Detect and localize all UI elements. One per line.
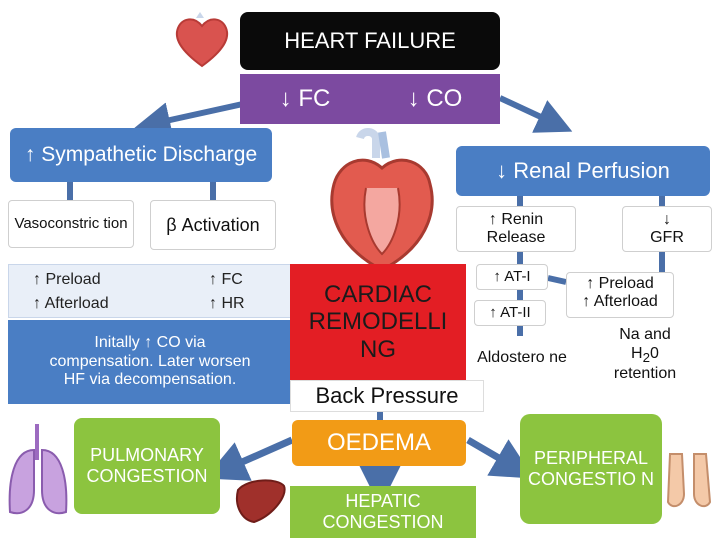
retention-label: retention [613,365,677,383]
page-title: HEART FAILURE [240,12,500,70]
aldosterone-box: Aldostero ne [472,336,572,380]
fc-up-label: ↑ FC [209,271,243,288]
pulmonary-congestion-box: PULMONARY CONGESTION [74,418,220,514]
lungs-icon [4,420,74,520]
renal-afterload-label: ↑ Afterload [582,293,658,311]
arrow-co-to-renal [498,95,573,133]
heart-anatomy-icon [320,128,444,276]
renin-release-box: ↑ Renin Release [456,206,576,252]
na-h2o-retention-box: Na and H20 retention [590,320,700,390]
liver-icon [234,476,288,526]
preload-label: ↑ Preload [33,271,101,288]
renal-preload-label: ↑ Preload [586,275,654,292]
beta-activation-box: β Activation [150,200,276,250]
at1-box: ↑ AT-I [476,264,548,290]
vasoconstriction-box: Vasoconstric tion [8,200,134,248]
renal-perfusion-box: ↓ Renal Perfusion [456,146,710,196]
gfr-box: ↓ GFR [622,206,712,252]
swollen-feet-icon [664,450,716,514]
afterload-label: ↑ Afterload [33,295,109,312]
arrow-oedema-to-peripheral [466,436,535,479]
arrow-at1-to-preload [547,275,567,285]
na-label: Na and [619,326,671,344]
hepatic-congestion-box: HEPATIC CONGESTION [290,486,476,538]
sympathetic-effects-box: ↑ Preload ↑ Afterload ↑ FC ↑ HR [8,264,292,318]
fc-box: ↓ FC [240,74,370,124]
arrow-oedema-to-pulmonary [204,436,294,481]
peripheral-congestion-box: PERIPHERAL CONGESTIO N [520,414,662,524]
h2o-label: H20 [631,344,659,365]
sympathetic-discharge-box: ↑ Sympathetic Discharge [10,128,272,182]
co-box: ↓ CO [370,74,500,124]
hr-up-label: ↑ HR [209,295,245,312]
cardiac-remodeling-box: CARDIAC REMODELLI NG [290,264,466,380]
at2-box: ↑ AT-II [474,300,546,326]
renal-preload-afterload-box: ↑ Preload ↑ Afterload [566,272,674,318]
compensation-note: Initally ↑ CO via compensation. Later wo… [8,320,292,404]
back-pressure-box: Back Pressure [290,380,484,412]
heart-icon-small [170,12,234,68]
oedema-box: OEDEMA [292,420,466,466]
